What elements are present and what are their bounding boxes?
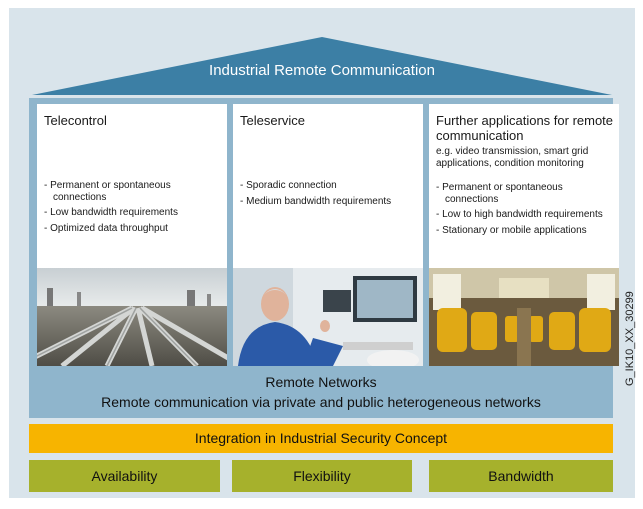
list-item: - Permanent or spontaneous connections [44, 180, 171, 203]
pipeline-photo [37, 268, 227, 366]
column-list: - Permanent or spontaneous connections -… [436, 182, 614, 240]
column-title: Teleservice [240, 113, 306, 128]
pillar-bandwidth: Bandwidth [429, 460, 613, 492]
remote-networks-title: Remote Networks [265, 374, 377, 390]
pillar-flexibility: Flexibility [232, 460, 412, 492]
list-item: - Sporadic connection [240, 180, 337, 191]
pillar-availability: Availability [29, 460, 220, 492]
column-list: - Permanent or spontaneous connections -… [44, 180, 222, 238]
remote-networks-subtitle: Remote communication via private and pub… [101, 394, 541, 410]
list-item: - Optimized data throughput [44, 222, 168, 234]
roof-title: Industrial Remote Communication [209, 62, 435, 79]
remote-networks-band: Remote Networks Remote communication via… [29, 372, 613, 412]
list-item: - Permanent or spontaneous connections [436, 182, 563, 205]
column-title: Further applications for remote communic… [436, 113, 614, 143]
roof-triangle [32, 37, 612, 95]
column-list: - Sporadic connection - Medium bandwidth… [240, 180, 418, 211]
list-item: - Low to high bandwidth requirements [436, 209, 603, 220]
security-concept-band: Integration in Industrial Security Conce… [29, 424, 613, 453]
office-engineer-photo [233, 268, 423, 366]
column-telecontrol: Telecontrol - Permanent or spontaneous c… [37, 104, 227, 366]
list-item: - Low bandwidth requirements [44, 207, 178, 218]
list-item: - Medium bandwidth requirements [240, 195, 392, 207]
column-teleservice: Teleservice - Sporadic connection - Medi… [233, 104, 423, 366]
list-item: - Stationary or mobile applications [436, 224, 587, 236]
column-subtitle: e.g. video transmission, smart grid appl… [436, 146, 589, 169]
train-interior-photo [429, 268, 619, 366]
column-further-applications: Further applications for remote communic… [429, 104, 619, 366]
figure-code: G_IK10_XX_30299 [624, 291, 636, 386]
column-title: Telecontrol [44, 113, 107, 128]
